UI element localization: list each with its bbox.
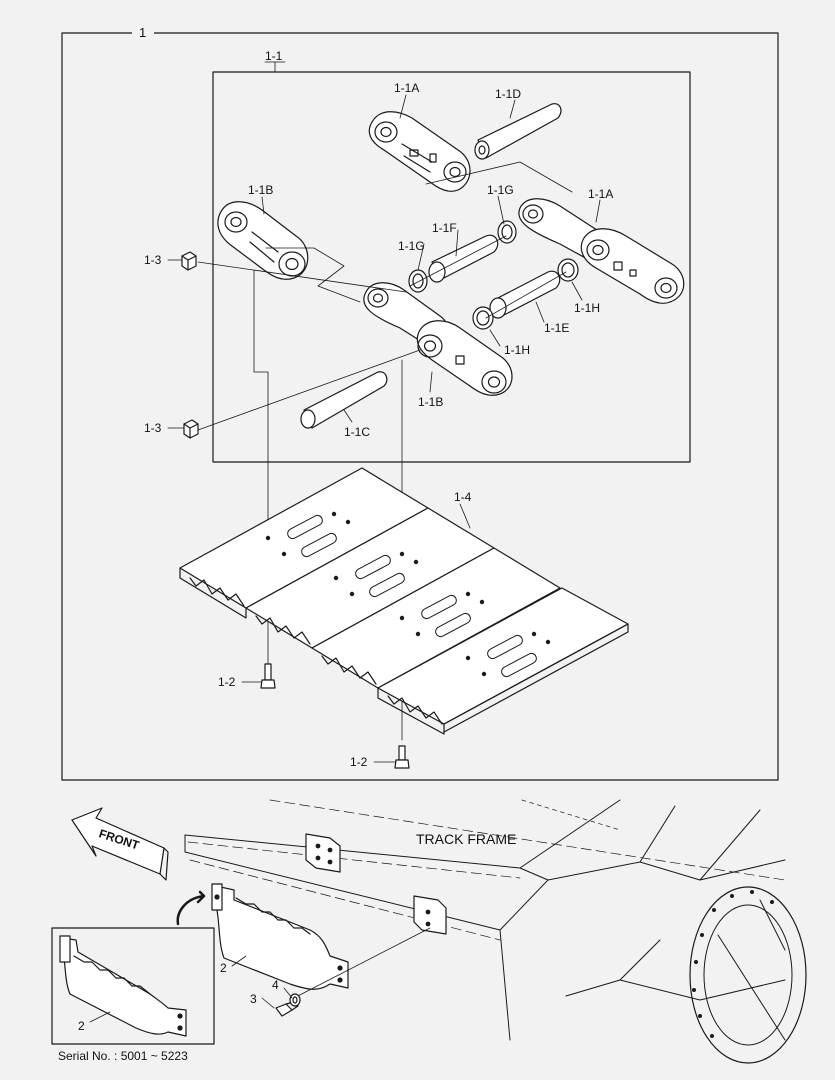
label-assembly: 1 — [139, 25, 146, 40]
link-assembly-frame — [212, 71, 691, 463]
label-link-b-center: 1-1B — [418, 395, 443, 409]
label-bushing-e: 1-1E — [544, 321, 569, 335]
link-1-1b-left — [217, 201, 309, 280]
label-link-assy: 1-1 — [265, 49, 283, 63]
callout-labels: 1 1-1 1-1A 1-1D 1-1B 1-1A 1-1G 1-1F 1-1G… — [58, 25, 613, 1063]
label-bolt-left: 1-2 — [218, 675, 236, 689]
mounting-pad-upper — [305, 833, 341, 873]
seal-1-1g-left — [408, 269, 428, 293]
callout-leaders — [89, 32, 601, 1023]
label-bolt-lower: 1-2 — [350, 755, 368, 769]
label-seal-h-center: 1-1H — [504, 343, 530, 357]
label-bushing-f: 1-1F — [432, 221, 457, 235]
track-guard-detail — [59, 935, 187, 1037]
label-nut-lower: 1-3 — [144, 421, 162, 435]
guard-leader-line — [289, 927, 431, 1001]
rotation-arrow-icon — [176, 890, 206, 926]
link-1-1a-top — [368, 111, 471, 192]
nut-1-3-lower — [183, 419, 199, 439]
link-1-1a-right — [518, 198, 685, 304]
label-pin-d: 1-1D — [495, 87, 521, 101]
bolt-1-2-left — [260, 663, 276, 689]
label-link-a-top: 1-1A — [394, 81, 419, 95]
seal-1-1g-upper — [497, 220, 517, 244]
bushing-1-1e — [489, 270, 561, 319]
label-link-b-left: 1-1B — [248, 183, 273, 197]
label-guard: 2 — [220, 961, 227, 975]
washer-4 — [289, 993, 301, 1007]
label-washer: 4 — [272, 978, 279, 992]
bolt-1-2-lower — [394, 745, 410, 769]
nut-1-3-upper — [181, 251, 197, 271]
link-1-1b-center — [363, 282, 513, 396]
serial-number: Serial No. : 5001 ~ 5223 — [58, 1049, 188, 1063]
label-nut-upper: 1-3 — [144, 253, 162, 267]
assembly-frame — [61, 32, 779, 781]
label-pin-c: 1-1C — [344, 425, 370, 439]
pin-1-1d — [474, 103, 562, 160]
label-shoe: 1-4 — [454, 490, 472, 504]
mounting-pad-lower — [413, 895, 447, 935]
track-guard-2 — [211, 883, 349, 990]
label-guard-detail: 2 — [78, 1019, 85, 1033]
label-link-a-right: 1-1A — [588, 187, 613, 201]
front-arrow-icon — [71, 807, 169, 881]
track-frame — [184, 799, 807, 1064]
track-frame-bolt-holes — [692, 890, 774, 1038]
track-frame-label: TRACK FRAME — [416, 831, 516, 847]
track-shoe-1-4 — [179, 467, 629, 735]
label-seal-g-left: 1-1G — [398, 239, 425, 253]
pin-1-1c — [300, 371, 388, 429]
seal-1-1h-center — [472, 306, 494, 330]
label-seal-g-upper: 1-1G — [487, 183, 514, 197]
label-seal-h-right: 1-1H — [574, 301, 600, 315]
label-bolt: 3 — [250, 992, 257, 1006]
guard-detail-frame — [51, 927, 215, 1045]
seal-1-1h-right — [557, 258, 579, 282]
